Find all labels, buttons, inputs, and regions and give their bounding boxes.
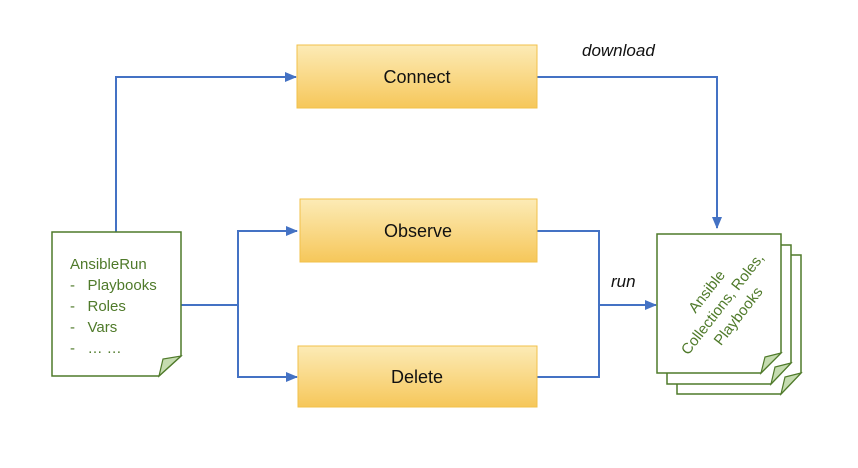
ansiblerun-document: AnsibleRun - Playbooks - Roles - Vars - … [51, 231, 183, 378]
arrow-doc-to-connect [115, 72, 297, 232]
stack-fold-back [779, 371, 803, 397]
connect-label: Connect [383, 67, 450, 87]
run-label: run [611, 272, 636, 291]
stack-fold-middle [769, 361, 793, 387]
document-item: - … … [70, 340, 122, 357]
observe-box: Observe [299, 198, 538, 263]
delete-box: Delete [297, 345, 538, 408]
arrow-doc-to-observe [181, 226, 298, 306]
observe-label: Observe [384, 221, 452, 241]
connectors [115, 72, 722, 382]
arrow-connect-download [537, 76, 722, 229]
document-title: AnsibleRun [70, 256, 147, 273]
document-item: - Roles [70, 298, 126, 315]
document-fold [157, 355, 183, 378]
line-observe-to-run [537, 230, 600, 378]
document-item: - Vars [70, 319, 117, 336]
stack-fold-front [759, 351, 783, 375]
download-label: download [582, 41, 655, 60]
ansible-collections-stack: Ansible Collections, Roles, Playbooks [656, 233, 803, 397]
connect-box: Connect [296, 44, 538, 109]
arrow-doc-to-delete [237, 305, 298, 382]
delete-label: Delete [391, 367, 443, 387]
document-item: - Playbooks [70, 277, 157, 294]
